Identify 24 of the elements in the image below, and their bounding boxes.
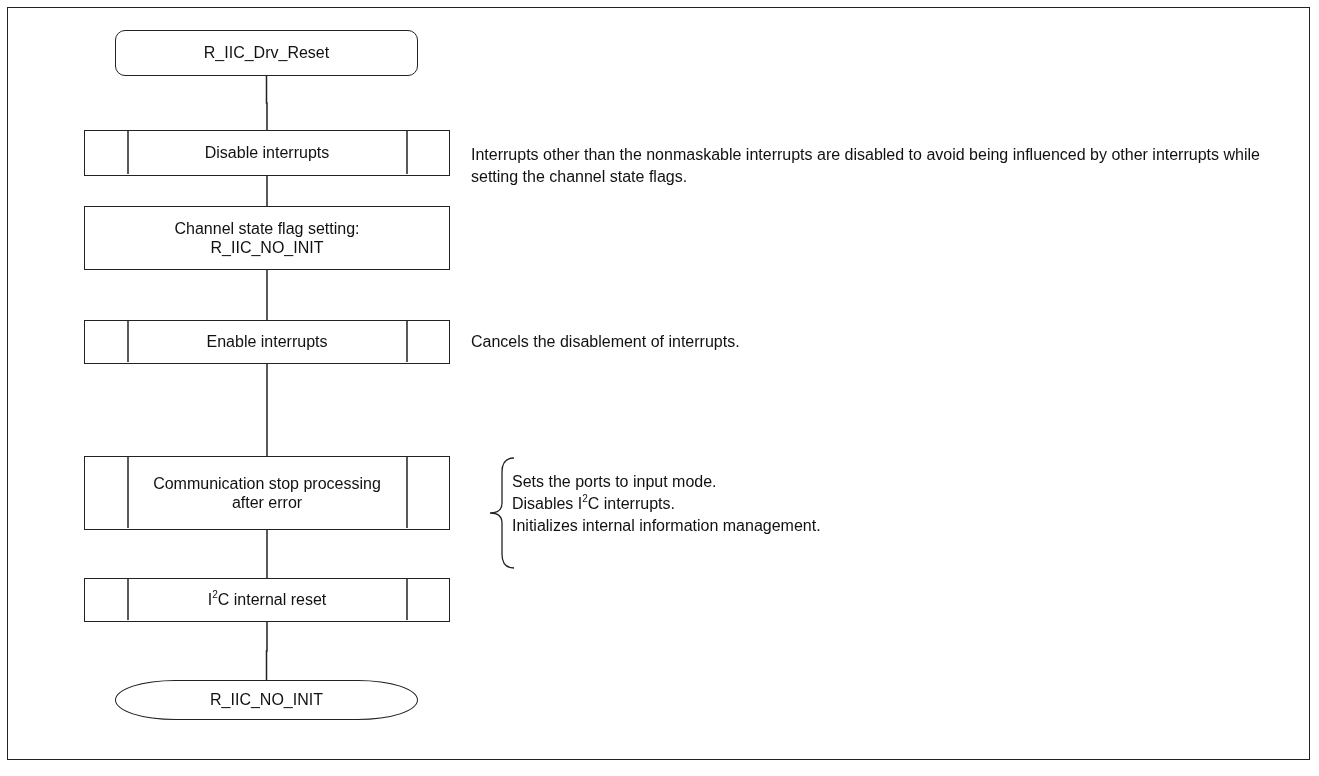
step-label: Channel state flag setting: R_IIC_NO_INIT: [173, 218, 361, 258]
subroutine-box: [84, 130, 450, 176]
step-label: Communication stop processing after error: [152, 473, 382, 513]
subroutine-box: [84, 320, 450, 364]
step-label: R_IIC_NO_INIT: [210, 690, 323, 710]
step-label: I$^{2}$C internal reset: [207, 590, 327, 610]
annotation-text: Sets the ports to input mode.: [512, 472, 717, 492]
connector-line: [266, 529, 268, 579]
connector-line: [266, 363, 268, 457]
step-label: R_IIC_Drv_Reset: [203, 43, 330, 63]
start-terminal: [115, 30, 418, 76]
annotation-text: Disables I$^{2}$C interrupts.: [512, 493, 675, 514]
annotation-text: Interrupts other than the nonmaskable interrupts are disabled to avoid being influenced by other interrupts while setting the channel state flags.: [471, 145, 1261, 187]
step-label: Disable interrupts: [204, 143, 330, 163]
process-box: [84, 206, 450, 270]
connector-line: [265, 75, 268, 131]
step-label: Enable interrupts: [206, 332, 328, 352]
connector-line: [265, 621, 268, 681]
subroutine-box: [84, 456, 450, 530]
subroutine-box: [84, 578, 450, 622]
annotation-text: Cancels the disablement of interrupts.: [471, 332, 741, 352]
connector-line: [266, 269, 268, 321]
connector-line: [266, 175, 268, 207]
annotation-text: Initializes internal information management.: [512, 516, 821, 536]
